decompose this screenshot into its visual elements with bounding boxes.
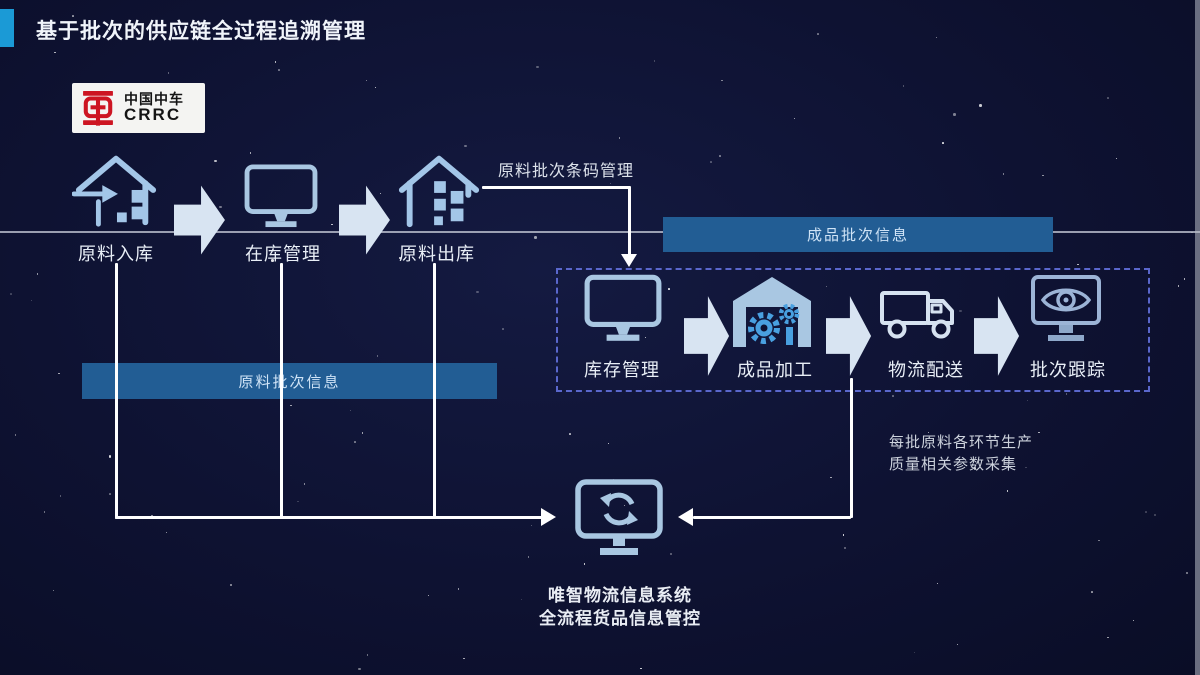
truck-icon [880, 291, 954, 339]
barcode-line-v [628, 186, 631, 255]
monitor-sync-icon [575, 479, 663, 555]
system-subtitle: 全流程货品信息管控 [539, 609, 701, 628]
quality-annotation-line2: 质量相关参数采集 [889, 456, 1018, 473]
title-accent-bar [0, 9, 14, 47]
step-label-material-outbound: 原料出库 [399, 244, 475, 264]
finished-batch-bar-label: 成品批次信息 [806, 227, 909, 244]
logo-name-cn: 中国中车 [124, 91, 184, 108]
block-arrow-icon [339, 185, 390, 255]
barcode-mgmt-label: 原料批次条码管理 [498, 163, 635, 180]
crrc-logo: 中国中车 CRRC [72, 83, 205, 133]
monitor-icon [244, 164, 318, 228]
block-arrow-icon [684, 296, 730, 376]
flow-line-collector [114, 515, 542, 519]
warehouse-out-icon [398, 155, 480, 228]
system-name: 唯智物流信息系统 [548, 586, 692, 605]
material-batch-bar: 原料批次信息 [82, 363, 497, 399]
flow-line-v3 [433, 263, 436, 519]
step-label-storage-mgmt: 在库管理 [245, 244, 321, 264]
quality-annotation-line1: 每批原料各环节生产 [889, 434, 1034, 451]
step-label-finished-processing: 成品加工 [737, 360, 813, 380]
finished-batch-bar: 成品批次信息 [663, 217, 1053, 252]
block-arrow-icon [974, 296, 1020, 376]
flow-line-v2 [279, 263, 283, 519]
material-batch-bar-label: 原料批次信息 [238, 373, 341, 391]
barcode-arrowhead [621, 254, 637, 267]
block-arrow-icon [174, 185, 225, 255]
step-label-logistics: 物流配送 [888, 360, 964, 380]
page-title: 基于批次的供应链全过程追溯管理 [36, 20, 366, 43]
step-label-inventory-mgmt: 库存管理 [584, 360, 660, 380]
quality-annotation: 每批原料各环节生产 质量相关参数采集 [889, 432, 1033, 476]
return-line-h [693, 515, 851, 519]
logo-name-en: CRRC [124, 105, 182, 125]
step-label-material-inbound: 原料入库 [78, 244, 154, 264]
warehouse-in-icon [72, 155, 157, 227]
horizontal-rule [0, 231, 1200, 233]
monitor-icon [584, 274, 662, 341]
crrc-emblem-icon [83, 91, 113, 126]
right-edge-strip [1195, 0, 1200, 675]
flow-line-v1 [114, 263, 118, 519]
barcode-line-h [482, 186, 630, 189]
step-label-batch-tracking: 批次跟踪 [1030, 360, 1106, 380]
return-arrowhead [678, 508, 693, 526]
collector-arrowhead [541, 508, 556, 526]
monitor-eye-icon [1031, 275, 1101, 341]
factory-gears-icon [733, 277, 811, 347]
block-arrow-icon [826, 296, 872, 376]
process-box [556, 268, 1150, 392]
return-line-v [849, 378, 853, 518]
